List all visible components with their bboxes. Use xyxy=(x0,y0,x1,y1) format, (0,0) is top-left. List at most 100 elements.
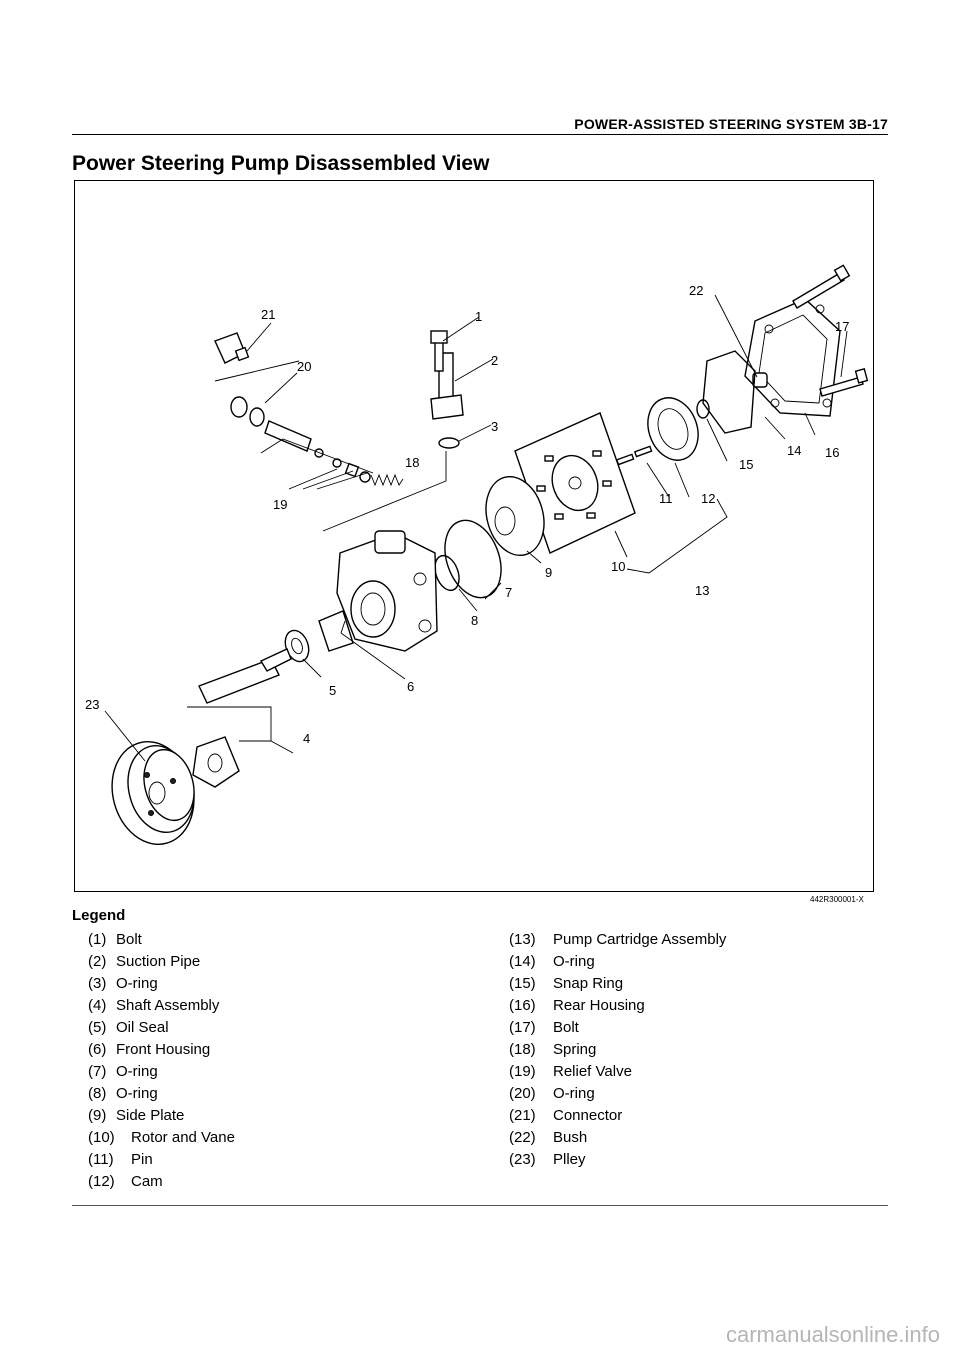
legend-item: (17)Bolt xyxy=(509,1017,889,1039)
legend-item-label: Front Housing xyxy=(116,1041,211,1058)
callout-21: 21 xyxy=(261,307,275,322)
callout-18: 18 xyxy=(405,455,419,470)
legend-item-label: O-ring xyxy=(116,1063,158,1080)
legend-item: (8)O-ring xyxy=(88,1083,468,1105)
legend-item-label: Suction Pipe xyxy=(116,953,201,970)
oring-20b-part xyxy=(249,407,265,427)
legend-item-label: Snap Ring xyxy=(553,975,624,992)
legend-left-column: (1)Bolt (2)Suction Pipe (3)O-ring (4)Sha… xyxy=(88,929,468,1193)
legend-item-label: O-ring xyxy=(116,975,158,992)
relief-valve-part xyxy=(264,420,360,478)
callout-12: 12 xyxy=(701,491,715,506)
legend-item: (11)Pin xyxy=(88,1149,468,1171)
legend-item-label: O-ring xyxy=(553,1085,595,1102)
legend-item-number: (22) xyxy=(509,1129,536,1146)
rear-housing-part xyxy=(744,298,841,417)
page-title: Power Steering Pump Disassembled View xyxy=(72,152,490,175)
callout-23: 23 xyxy=(85,697,99,712)
callout-10: 10 xyxy=(611,559,625,574)
legend-item-label: O-ring xyxy=(553,953,595,970)
legend-item: (19) Relief Valve xyxy=(509,1061,889,1083)
legend-item-label: Bolt xyxy=(116,931,142,948)
legend-item: (20) O-ring xyxy=(509,1083,889,1105)
legend-item: (6) Front Housing xyxy=(88,1039,468,1061)
oring-14-part xyxy=(702,350,756,434)
legend-item-number: (1) xyxy=(88,931,107,948)
legend-item-number: (18) xyxy=(509,1041,536,1058)
bolt-1-part xyxy=(430,330,448,372)
legend-item-label: Connector xyxy=(553,1107,623,1124)
callout-labels: 1 2 3 4 5 6 7 8 9 10 11 12 13 14 15 16 1… xyxy=(85,283,849,746)
callout-22: 22 xyxy=(689,283,703,298)
page-header: POWER-ASSISTED STEERING SYSTEM 3B-17 xyxy=(574,116,888,132)
exploded-view-drawing: 1 2 3 4 5 6 7 8 9 10 11 12 13 14 15 16 1… xyxy=(85,264,869,845)
legend-item: (21) Connector xyxy=(509,1105,889,1127)
callout-8: 8 xyxy=(471,613,478,628)
legend-item: (4)Shaft Assembly xyxy=(88,995,468,1017)
housing-bushing-part xyxy=(318,610,354,652)
legend-item-label: Relief Valve xyxy=(553,1063,632,1080)
legend-item-number: (8) xyxy=(88,1085,107,1102)
callout-7: 7 xyxy=(505,585,512,600)
legend-item-number: (13) xyxy=(509,931,536,948)
legend-item: (3) O-ring xyxy=(88,973,468,995)
legend-item-number: (21) xyxy=(509,1107,536,1124)
connector-part xyxy=(214,332,250,364)
callout-2: 2 xyxy=(491,353,498,368)
legend-item: (10)Rotor and Vane xyxy=(88,1127,468,1149)
snap-ring-part xyxy=(696,399,710,419)
callout-17: 17 xyxy=(835,319,849,334)
callout-19: 19 xyxy=(273,497,287,512)
callout-9: 9 xyxy=(545,565,552,580)
legend-item-number: (9) xyxy=(88,1107,107,1124)
legend-item: (1) Bolt xyxy=(88,929,468,951)
legend-item-label: Rear Housing xyxy=(553,997,645,1014)
oring-8-part xyxy=(434,554,460,592)
callout-13: 13 xyxy=(695,583,709,598)
legend-item-number: (19) xyxy=(509,1063,536,1080)
front-housing-part xyxy=(336,530,438,652)
legend-item-number: (20) xyxy=(509,1085,536,1102)
side-plate-part xyxy=(485,475,545,557)
callout-11: 11 xyxy=(659,491,673,506)
callout-16: 16 xyxy=(825,445,839,460)
legend-item-label: Side Plate xyxy=(116,1107,185,1124)
callout-3: 3 xyxy=(491,419,498,434)
legend-item: (14) O-ring xyxy=(509,951,889,973)
exploded-view-figure: 1 2 3 4 5 6 7 8 9 10 11 12 13 14 15 16 1… xyxy=(74,180,874,892)
shaft-assembly-part xyxy=(192,648,292,788)
pin-part xyxy=(633,445,653,458)
legend-item-label: Bolt xyxy=(553,1019,579,1036)
legend-item-number: (3) xyxy=(88,975,107,992)
legend-item-label: Cam xyxy=(131,1173,163,1190)
callout-4: 4 xyxy=(303,731,310,746)
spring-part xyxy=(359,471,404,487)
legend-item: (22)Bush xyxy=(509,1127,889,1149)
legend-item-label: Spring xyxy=(553,1041,597,1058)
bolt-17-part xyxy=(819,368,869,397)
callout-14: 14 xyxy=(787,443,801,458)
legend-item-number: (14) xyxy=(509,953,536,970)
rear-bolt-part xyxy=(792,264,851,309)
legend-item: (15)Snap Ring xyxy=(509,973,889,995)
legend-item-number: (23) xyxy=(509,1151,536,1168)
legend-item: (9) Side Plate xyxy=(88,1105,468,1127)
cam-part xyxy=(647,397,699,461)
oring-20-part xyxy=(230,396,248,418)
legend-item: (5)Oil Seal xyxy=(88,1017,468,1039)
legend-item-number: (16) xyxy=(509,997,536,1014)
pulley-part xyxy=(111,741,195,845)
legend-item-number: (12) xyxy=(88,1173,115,1190)
legend-title: Legend xyxy=(72,907,126,924)
legend-item: (12) Cam xyxy=(88,1171,468,1193)
callout-5: 5 xyxy=(329,683,336,698)
legend-item-label: Pin xyxy=(131,1151,153,1168)
oil-seal-part xyxy=(284,629,310,663)
legend-item-number: (6) xyxy=(88,1041,107,1058)
oring-3-part xyxy=(438,437,460,449)
callout-1: 1 xyxy=(475,309,482,324)
footer-rule xyxy=(72,1205,888,1206)
legend-item: (23)Plley xyxy=(509,1149,889,1171)
header-rule xyxy=(72,134,888,135)
legend-item-number: (4) xyxy=(88,997,107,1014)
